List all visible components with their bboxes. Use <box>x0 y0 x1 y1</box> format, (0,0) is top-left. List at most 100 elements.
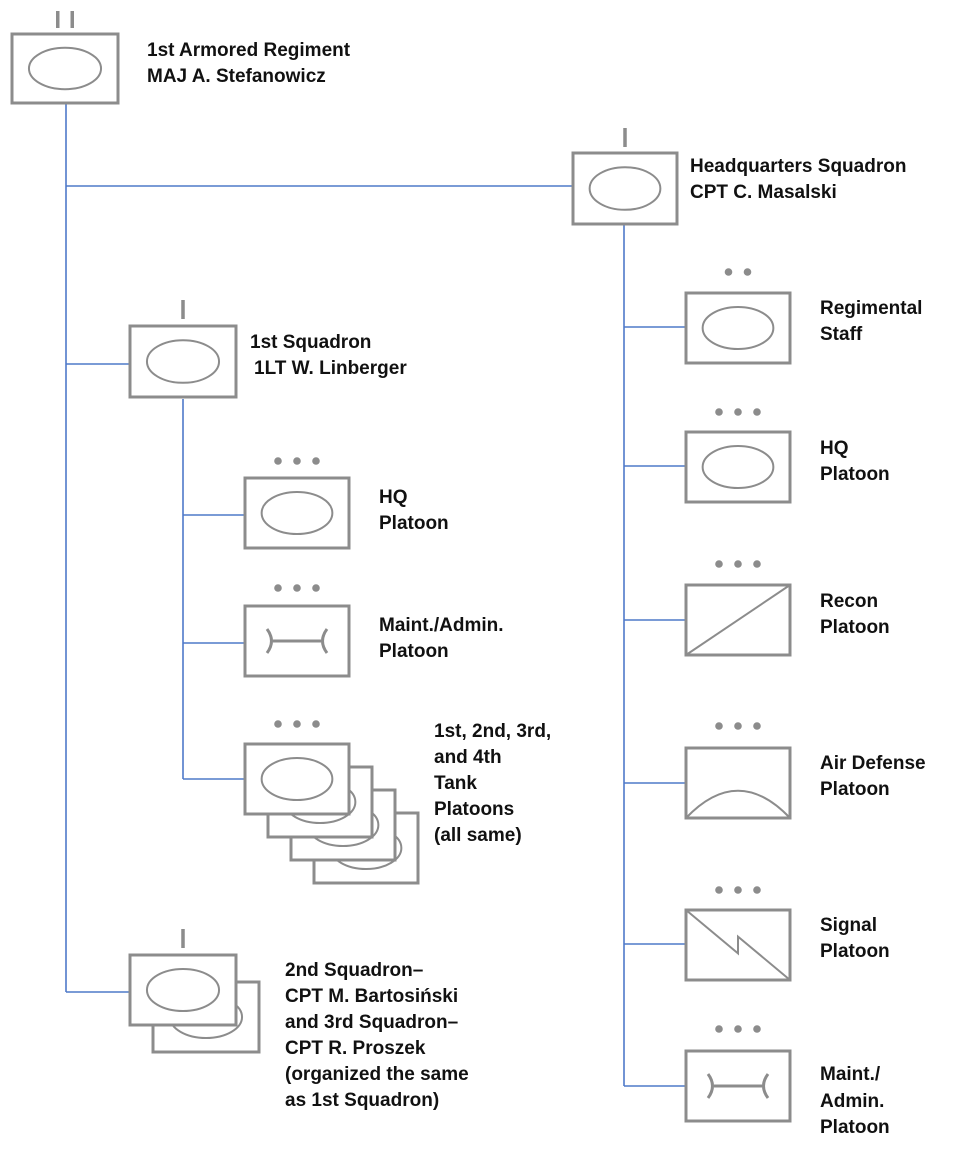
echelon-dot <box>274 720 282 728</box>
maint-platoon-label: Maint./ Admin. Platoon <box>820 1062 890 1142</box>
recon-platoon-line1: Recon <box>820 591 879 612</box>
armor-oval <box>701 306 775 350</box>
regimental-staff-label: Regimental Staff <box>820 296 922 347</box>
hq-squadron-name: Headquarters Squadron <box>690 156 907 177</box>
echelon-dot <box>312 584 320 592</box>
hq-platoon-symbol <box>684 408 792 504</box>
echelon-dot <box>753 560 761 568</box>
armor-oval <box>27 46 103 91</box>
regimental-staff-symbol <box>684 268 792 365</box>
other-squadrons-label: 2nd Squadron– CPT M. Bartosiński and 3rd… <box>285 958 469 1114</box>
echelon-dot <box>753 886 761 894</box>
signal-platoon-line2: Platoon <box>820 940 890 962</box>
symbol-frame <box>684 430 792 504</box>
hq-platoon-label: HQ Platoon <box>820 436 890 487</box>
other-squadrons-line4: CPT R. Proszek <box>285 1038 426 1060</box>
echelon-dot <box>734 886 742 894</box>
echelon-bar <box>70 11 74 28</box>
symbol-frame <box>243 476 351 550</box>
echelon-dot <box>743 268 752 276</box>
regiment-name: 1st Armored Regiment <box>147 40 351 61</box>
air-defense-platoon-symbol <box>684 722 792 820</box>
first-squadron-commander: 1LT W. Linberger <box>254 357 407 379</box>
maint-platoon-symbol <box>684 1025 792 1123</box>
echelon-dot <box>274 584 282 592</box>
recon-platoon-line2: Platoon <box>820 616 890 638</box>
echelon-dot <box>734 1025 742 1033</box>
echelon-dot <box>753 1025 761 1033</box>
echelon-dot <box>715 560 723 568</box>
maintenance-right-arc <box>762 1073 770 1099</box>
recon-diagonal <box>685 584 791 656</box>
air-defense-platoon-line2: Platoon <box>820 778 890 800</box>
regiment-symbol <box>10 11 120 105</box>
armor-oval <box>701 445 775 489</box>
hq-squadron-label: Headquarters Squadron CPT C. Masalski <box>690 154 906 205</box>
tank-platoons-line3: Tank <box>434 773 477 795</box>
regimental-staff-line1: Regimental <box>820 298 923 319</box>
armor-oval <box>260 491 334 535</box>
echelon-dot <box>724 268 733 276</box>
echelon-dot <box>715 408 723 416</box>
other-squadrons-line2: CPT M. Bartosiński <box>285 986 459 1008</box>
echelon-dot <box>734 408 742 416</box>
regiment-commander: MAJ A. Stefanowicz <box>147 65 326 87</box>
echelon-bar <box>181 929 185 948</box>
first-sq-maint-platoon-line1: Maint./Admin. <box>379 615 504 636</box>
first-sq-hq-platoon-line2: Platoon <box>379 512 449 534</box>
tank-platoons-line4: Platoons <box>434 799 515 821</box>
armor-oval <box>145 339 221 384</box>
armor-oval <box>588 166 662 211</box>
armor-oval <box>260 757 334 801</box>
hq-squadron-commander: CPT C. Masalski <box>690 181 837 203</box>
echelon-dot <box>734 722 742 730</box>
signal-lightning <box>685 909 791 981</box>
first-squadron-label: 1st Squadron 1LT W. Linberger <box>250 330 407 381</box>
air-defense-platoon-line1: Air Defense <box>820 753 926 774</box>
maintenance-left-arc <box>265 628 273 654</box>
connector-lines <box>65 103 686 1087</box>
hq-squadron-symbol <box>571 128 679 226</box>
hq-platoon-line1: HQ <box>820 438 849 459</box>
maint-platoon-line3: Platoon <box>820 1117 890 1139</box>
symbol-frame <box>243 742 351 816</box>
echelon-bar <box>56 11 60 28</box>
maint-platoon-line1: Maint./ <box>820 1064 881 1085</box>
tank-platoons-symbol <box>243 720 420 885</box>
symbol-frame <box>10 32 120 105</box>
first-squadron-symbol <box>128 300 238 399</box>
echelon-bar <box>623 128 627 147</box>
symbol-frame <box>128 324 238 399</box>
first-sq-hq-platoon-label: HQ Platoon <box>379 485 449 536</box>
other-squadrons-line1: 2nd Squadron– <box>285 960 424 981</box>
tank-platoons-line5: (all same) <box>434 825 522 847</box>
first-sq-maint-platoon-line2: Platoon <box>379 640 449 662</box>
unit-symbols <box>10 11 792 1123</box>
maintenance-right-arc <box>321 628 329 654</box>
symbol-frame <box>128 953 238 1027</box>
air-defense-platoon-label: Air Defense Platoon <box>820 751 926 802</box>
echelon-dot <box>715 886 723 894</box>
first-squadron-name: 1st Squadron <box>250 332 372 353</box>
signal-platoon-symbol <box>684 886 792 982</box>
first-sq-maint-platoon-label: Maint./Admin. Platoon <box>379 613 504 664</box>
echelon-dot <box>312 720 320 728</box>
other-squadrons-line5: (organized the same <box>285 1064 469 1086</box>
first-sq-maint-platoon-symbol <box>243 584 351 678</box>
echelon-dot <box>293 720 301 728</box>
echelon-dot <box>293 457 301 465</box>
hq-platoon-line2: Platoon <box>820 463 890 485</box>
signal-platoon-line1: Signal <box>820 915 878 936</box>
armor-oval <box>145 968 221 1012</box>
echelon-dot <box>715 722 723 730</box>
regimental-staff-line2: Staff <box>820 323 863 345</box>
echelon-dot <box>734 560 742 568</box>
echelon-dot <box>312 457 320 465</box>
other-squadrons-line6: as 1st Squadron) <box>285 1090 440 1112</box>
other-squadrons-symbol <box>128 929 261 1054</box>
first-sq-hq-platoon-line1: HQ <box>379 487 408 508</box>
other-squadrons-line3: and 3rd Squadron– <box>285 1012 459 1034</box>
first-sq-hq-platoon-symbol <box>243 457 351 550</box>
symbol-frame <box>571 151 679 226</box>
